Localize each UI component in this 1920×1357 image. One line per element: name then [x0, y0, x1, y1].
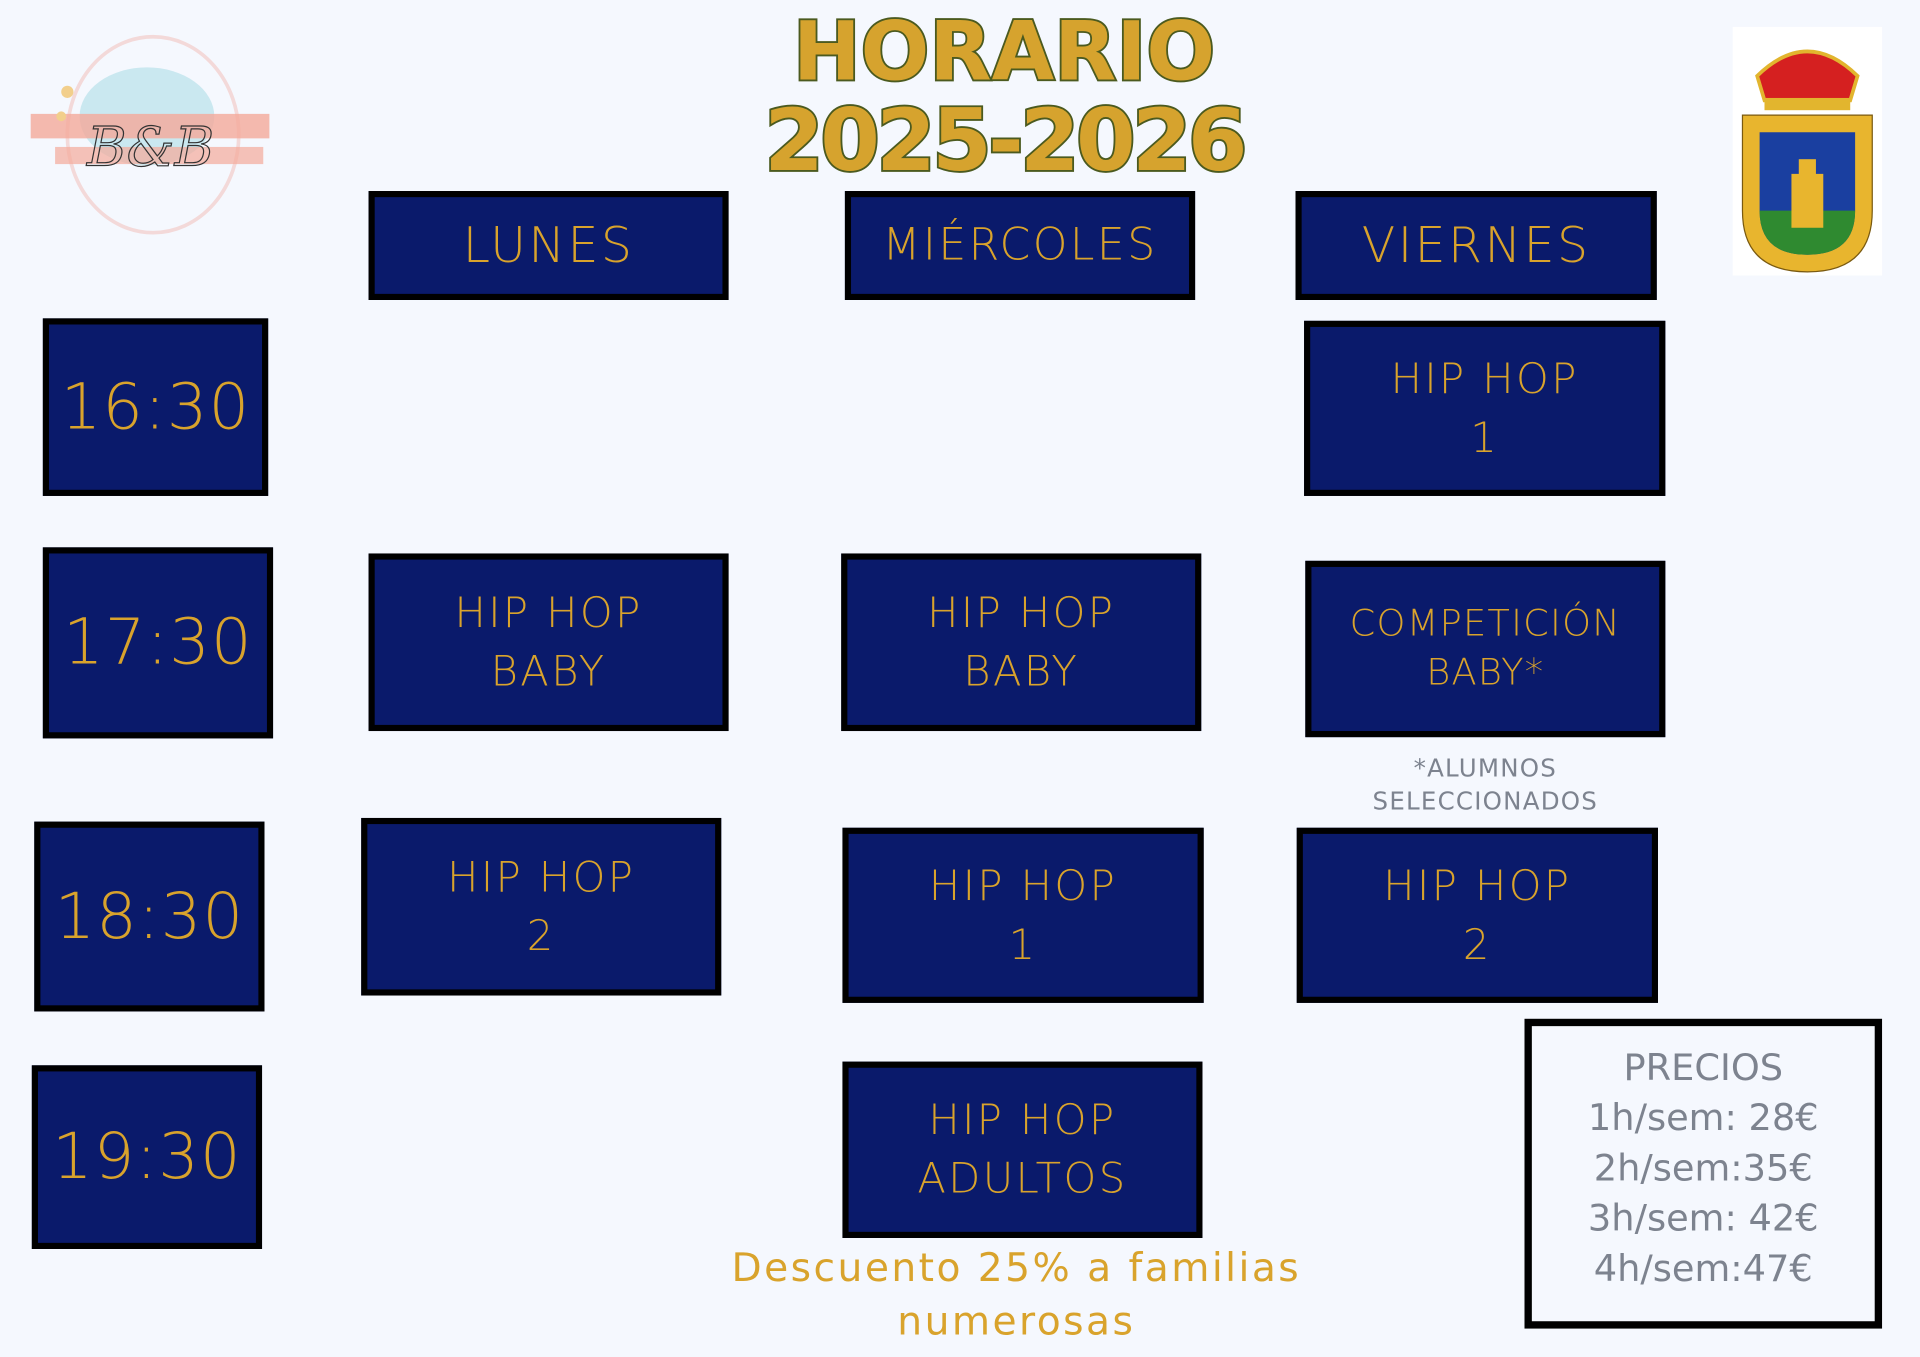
- class-miercoles-1930: HIP HOP ADULTOS: [842, 1061, 1203, 1238]
- selected-students-note: *ALUMNOS SELECCIONADOS: [1322, 752, 1648, 818]
- prices-title: PRECIOS: [1623, 1046, 1784, 1090]
- class-name: HIP HOP: [928, 861, 1118, 911]
- title-horario: HORARIO: [791, 3, 1217, 101]
- class-level: 1: [1008, 920, 1038, 970]
- class-viernes-1630: HIP HOP 1: [1304, 320, 1666, 496]
- time-slot-1630: 16:30: [42, 318, 269, 496]
- class-miercoles-1830: HIP HOP 1: [842, 827, 1204, 1003]
- time-slot-1930: 19:30: [31, 1065, 263, 1249]
- coat-of-arms: [1732, 26, 1883, 276]
- discount-line-1: Descuento 25% a familias: [731, 1244, 1302, 1291]
- class-name: HIP HOP: [1383, 861, 1572, 911]
- note-line-2: SELECCIONADOS: [1372, 786, 1599, 816]
- day-header-lunes: LUNES: [368, 191, 729, 301]
- price-row: 3h/sem: 42€: [1587, 1197, 1819, 1241]
- class-viernes-1830: HIP HOP 2: [1296, 827, 1658, 1003]
- class-lunes-1730: HIP HOP BABY: [368, 553, 729, 732]
- class-name: COMPETICIÓN: [1349, 602, 1621, 646]
- title-year: 2025-2026: [762, 89, 1249, 193]
- class-miercoles-1730: HIP HOP BABY: [841, 553, 1202, 732]
- price-row: 1h/sem: 28€: [1587, 1097, 1819, 1141]
- class-level: 1: [1470, 413, 1500, 463]
- class-level: BABY: [963, 647, 1080, 697]
- day-header-miercoles: MIÉRCOLES: [844, 191, 1196, 301]
- price-row: 2h/sem:35€: [1593, 1147, 1813, 1191]
- class-viernes-1730: COMPETICIÓN BABY*: [1305, 560, 1666, 738]
- time-slot-1830: 18:30: [34, 821, 265, 1012]
- day-header-viernes: VIERNES: [1295, 191, 1657, 301]
- prices-panel: PRECIOS 1h/sem: 28€ 2h/sem:35€ 3h/sem: 4…: [1524, 1018, 1883, 1329]
- class-level: ADULTOS: [917, 1154, 1128, 1204]
- class-name: HIP HOP: [447, 852, 636, 902]
- price-row: 4h/sem:47€: [1593, 1247, 1813, 1291]
- class-name: HIP HOP: [928, 1095, 1117, 1145]
- svg-text:B&B: B&B: [86, 115, 214, 178]
- family-discount-note: Descuento 25% a familias numerosas: [686, 1240, 1347, 1348]
- time-slot-1730: 17:30: [42, 547, 274, 739]
- class-level: BABY: [490, 647, 607, 697]
- discount-line-2: numerosas: [897, 1297, 1136, 1345]
- note-line-1: *ALUMNOS: [1413, 753, 1558, 783]
- class-level: BABY*: [1426, 651, 1545, 695]
- class-name: HIP HOP: [927, 588, 1116, 638]
- class-lunes-1830: HIP HOP 2: [361, 817, 722, 996]
- class-name: HIP HOP: [454, 588, 643, 638]
- class-level: 2: [526, 911, 556, 961]
- academy-logo: B&B: [30, 31, 272, 245]
- class-name: HIP HOP: [1390, 354, 1579, 404]
- class-level: 2: [1462, 920, 1492, 970]
